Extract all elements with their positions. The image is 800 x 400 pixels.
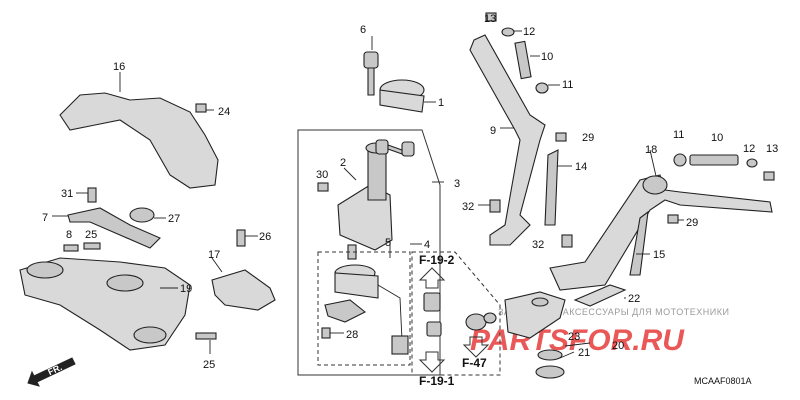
callout-10-upper: 10 [541,51,553,63]
callout-29-upper: 29 [582,132,594,144]
key-6 [363,36,379,96]
arrow-up-f19-2 [418,267,446,289]
callout-7: 7 [42,212,48,224]
callout-17: 17 [208,249,220,261]
bar-end-10-lower [689,154,739,166]
callout-10-lower: 10 [711,132,723,144]
callout-12-lower: 12 [743,143,755,155]
ref-f47: F-47 [462,356,487,370]
bolt-31 [76,187,97,203]
callout-25-lower: 25 [203,359,215,371]
lock-1 [379,79,436,113]
callout-15: 15 [653,249,665,261]
fork-bridge-19 [19,257,191,351]
switch-assembly-2 [337,142,393,251]
callout-9: 9 [490,125,496,137]
keys-pair [375,139,415,157]
screw-28 [321,327,344,339]
bolt-8 [63,244,79,252]
top-cover-16 [59,72,219,189]
handlebar-right-8 [549,149,773,291]
washer-12-lower [746,158,758,168]
callout-22: 22 [628,293,640,305]
nut-11-lower [673,153,687,167]
callout-14: 14 [575,161,587,173]
callout-5: 5 [385,237,391,249]
seat-lock-cover-5 [324,264,409,355]
callout-20: 20 [612,340,624,352]
bolt-24 [195,103,214,113]
callout-2: 2 [340,157,346,169]
front-direction-arrow: FR. [27,357,76,387]
watermark-logo: PARTSFOR.RU [470,324,685,357]
callout-labels: 6 1 16 24 2 30 3 31 7 27 8 25 26 4 5 17 … [42,13,778,371]
diagram-code: MCAAF0801A [694,376,752,386]
mount-stack [504,291,591,379]
nut-27 [129,207,166,223]
bolt-29-lower [667,214,684,224]
callout-21: 21 [578,347,590,359]
callout-4: 4 [424,239,430,251]
bracket-15 [629,210,650,276]
bar-end-10-upper [514,40,540,80]
callout-8: 8 [66,229,72,241]
callout-3: 3 [454,178,460,190]
bolt-25-upper [83,242,101,250]
callout-23: 23 [568,331,580,343]
callout-13-upper: 13 [484,13,496,25]
callout-1: 1 [438,97,444,109]
callout-30: 30 [316,169,328,181]
callout-11-upper: 11 [562,79,573,91]
nut-11-upper [535,82,560,94]
bolt-25-lower [195,332,217,354]
callout-12-upper: 12 [523,26,535,38]
callout-16: 16 [113,61,125,73]
bolt-32-lower [561,234,573,248]
arrow-down-f19-1 [418,351,446,373]
callout-28: 28 [346,329,358,341]
ref-f19-1: F-19-1 [419,374,455,388]
ref-f19-2: F-19-2 [419,253,455,267]
reference-frame-f19 [411,251,501,376]
subassembly-frame-4 [317,251,411,366]
bracket-14 [544,149,572,226]
bracket-17 [211,257,276,311]
callout-29-lower: 29 [686,217,698,229]
callout-26: 26 [259,231,271,243]
arrow-down-f47 [462,336,490,358]
screw-30 [317,182,329,192]
grip-rubber-22 [573,284,627,307]
callout-13-lower: 13 [766,143,778,155]
bolt-29-upper [555,132,567,142]
handlebar-left-9 [469,34,546,246]
callout-32-lower: 32 [532,239,544,251]
callout-11-lower: 11 [673,129,684,141]
bolt-26 [236,229,258,247]
mount-plate-7 [52,207,161,249]
callout-27: 27 [168,213,180,225]
callout-24: 24 [218,106,230,118]
callout-31: 31 [61,188,73,200]
bolt-32-left [478,199,501,213]
callout-6: 6 [360,24,366,36]
screw-13-upper [485,12,497,22]
screw-13-lower [763,171,775,181]
connector-parts [423,292,497,337]
washer-12-upper [501,27,522,37]
callout-18: 18 [645,144,657,156]
callout-25-upper: 25 [85,229,97,241]
callout-19: 19 [180,283,192,295]
callout-32-left: 32 [462,201,474,213]
watermark-tagline: ЗАПЧАСТИ И АКСЕССУАРЫ ДЛЯ МОТОТЕХНИКИ [498,307,729,317]
